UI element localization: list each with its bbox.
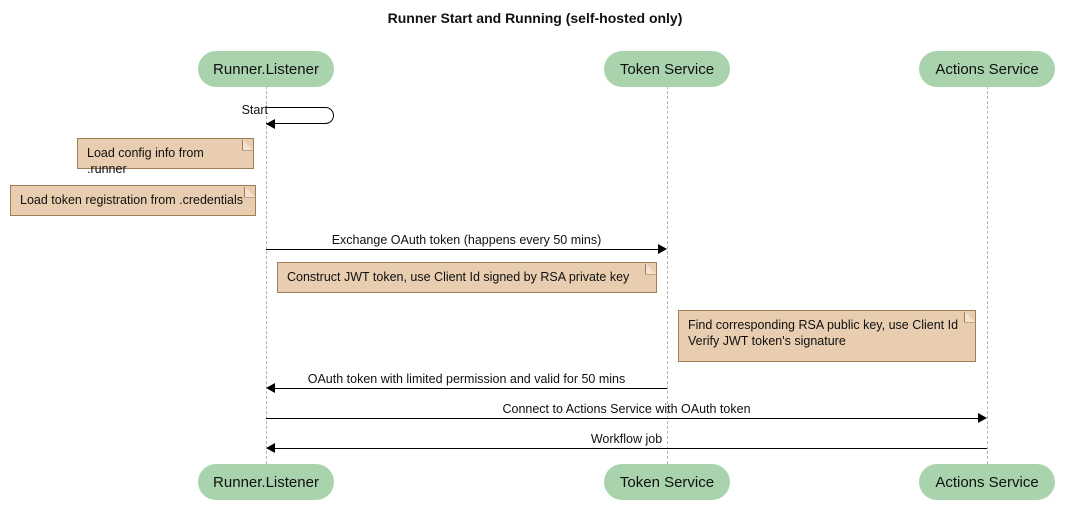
lifeline-actions xyxy=(987,86,988,464)
note-fold-edge xyxy=(644,263,656,275)
message-line-oauth-token-return xyxy=(275,388,667,389)
note-fold-edge xyxy=(243,186,255,198)
participant-runner-bottom[interactable]: Runner.Listener xyxy=(198,464,334,500)
note-fold-icon xyxy=(964,311,975,322)
message-label-connect-actions: Connect to Actions Service with OAuth to… xyxy=(502,402,751,416)
message-arrowhead-workflow-job xyxy=(266,443,275,453)
participant-token-bottom[interactable]: Token Service xyxy=(604,464,730,500)
note-load-token-registration: Load token registration from .credential… xyxy=(10,185,256,216)
message-label-workflow-job: Workflow job xyxy=(590,432,663,446)
message-label-oauth-token-return: OAuth token with limited permission and … xyxy=(307,372,626,386)
note-verify-jwt: Find corresponding RSA public key, use C… xyxy=(678,310,976,362)
note-construct-jwt: Construct JWT token, use Client Id signe… xyxy=(277,262,657,293)
self-message-loop-start xyxy=(266,107,334,124)
note-fold-icon xyxy=(244,186,255,197)
participant-label: Actions Service xyxy=(935,473,1039,491)
page-title: Runner Start and Running (self-hosted on… xyxy=(387,10,683,26)
message-label-exchange-oauth: Exchange OAuth token (happens every 50 m… xyxy=(331,233,602,247)
message-arrowhead-exchange-oauth xyxy=(658,244,667,254)
participant-label: Actions Service xyxy=(935,60,1039,78)
participant-actions-top[interactable]: Actions Service xyxy=(919,51,1055,87)
lifeline-runner xyxy=(266,86,267,464)
note-fold-icon xyxy=(242,139,253,150)
note-fold-edge xyxy=(963,311,975,323)
self-message-arrowhead-start xyxy=(266,119,275,129)
participant-label: Runner.Listener xyxy=(213,473,319,491)
note-line: Find corresponding RSA public key, use C… xyxy=(688,318,959,332)
message-line-exchange-oauth xyxy=(266,249,658,250)
self-message-label-start: Start xyxy=(241,103,268,117)
note-fold-edge xyxy=(241,139,253,151)
lifeline-token xyxy=(667,86,668,464)
participant-label: Runner.Listener xyxy=(213,60,319,78)
message-line-connect-actions xyxy=(266,418,978,419)
message-arrowhead-oauth-token-return xyxy=(266,383,275,393)
message-line-workflow-job xyxy=(275,448,987,449)
message-arrowhead-connect-actions xyxy=(978,413,987,423)
note-line: Load config info from .runner xyxy=(87,146,204,176)
note-fold-icon xyxy=(645,263,656,274)
participant-label: Token Service xyxy=(619,473,715,491)
participant-actions-bottom[interactable]: Actions Service xyxy=(919,464,1055,500)
participant-runner-top[interactable]: Runner.Listener xyxy=(198,51,334,87)
note-line: Load token registration from .credential… xyxy=(20,193,244,207)
note-line: Construct JWT token, use Client Id signe… xyxy=(287,270,630,284)
participant-token-top[interactable]: Token Service xyxy=(604,51,730,87)
note-load-config: Load config info from .runner xyxy=(77,138,254,176)
note-line: Verify JWT token's signature xyxy=(688,334,846,348)
participant-label: Token Service xyxy=(619,60,715,78)
